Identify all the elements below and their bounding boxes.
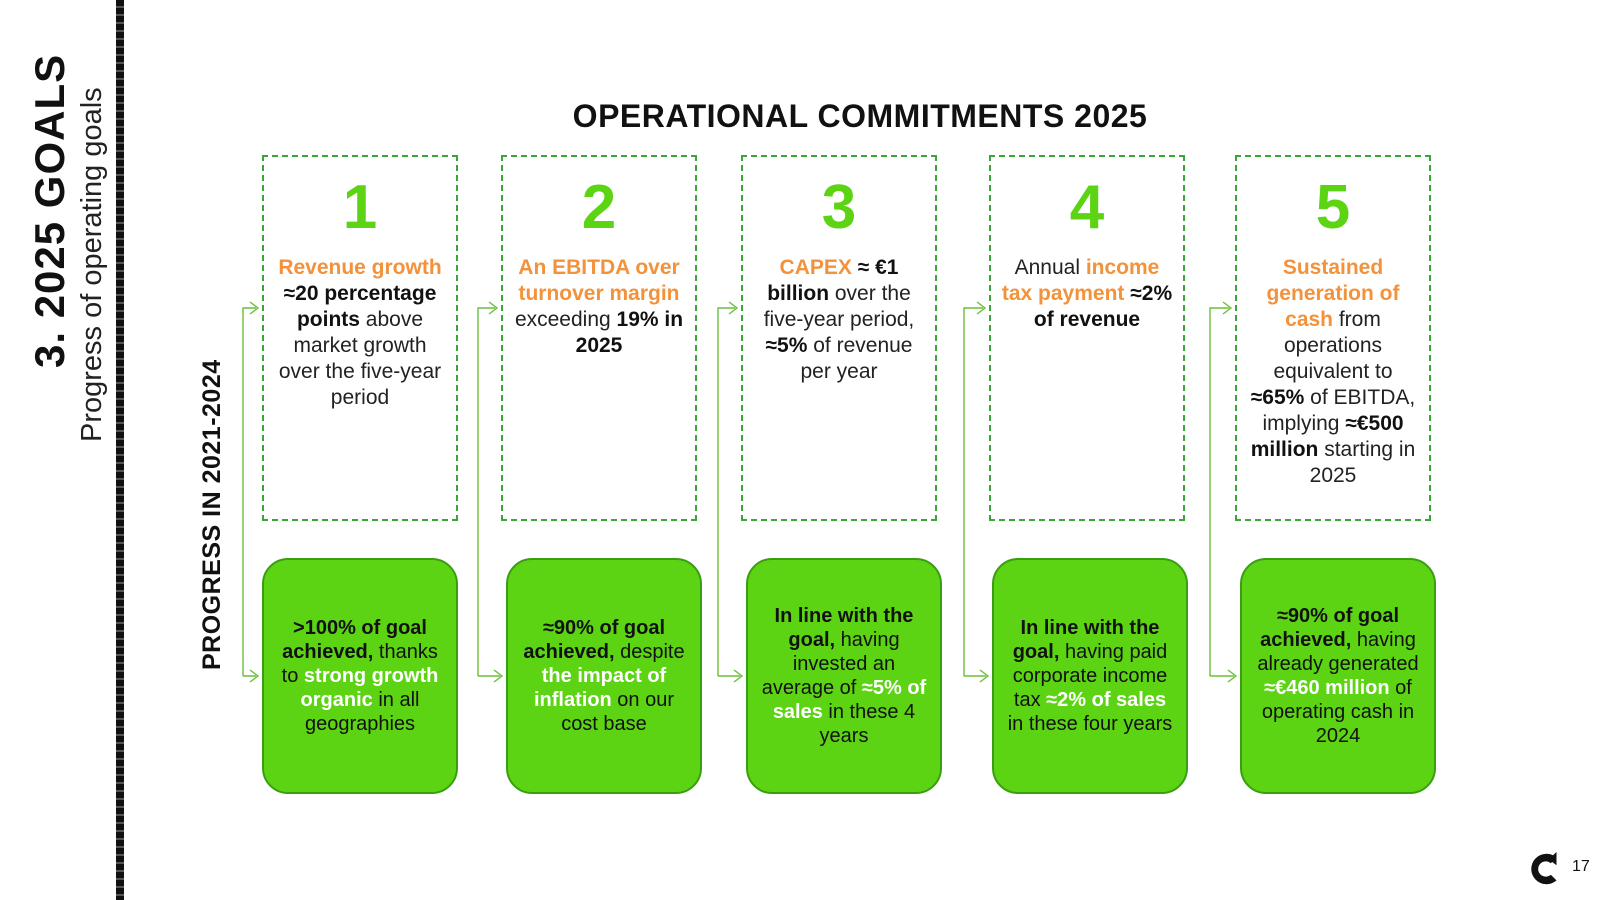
text-segment: ≈5% of sales xyxy=(772,677,927,723)
progress-card-3: In line with the goal, having invested a… xyxy=(746,558,942,794)
goal-number: 2 xyxy=(581,173,617,242)
company-logo-icon xyxy=(1531,851,1557,885)
connector-line xyxy=(717,307,740,677)
text-segment: over the five-year period, xyxy=(763,282,915,331)
text-segment: Annual xyxy=(1014,256,1086,279)
text-segment: ≈20 percentage points xyxy=(283,282,437,331)
text-segment: ≈65% xyxy=(1250,386,1305,409)
text-segment: >100% of goal achieved, xyxy=(282,617,427,663)
progress-description: >100% of goal achieved, thanks to strong… xyxy=(264,616,456,736)
text-segment: in all geographies xyxy=(304,689,420,735)
text-segment: of revenue per year xyxy=(800,334,913,383)
text-segment: having already generated xyxy=(1257,629,1419,675)
goal-number: 5 xyxy=(1315,173,1351,242)
sidebar: 3. 2025 GOALS Progress of operating goal… xyxy=(0,0,115,900)
text-segment: on our cost base xyxy=(561,689,675,735)
arrow-head-icon xyxy=(1227,669,1238,683)
text-segment: Sustained generation of cash xyxy=(1266,256,1400,331)
progress-description: ≈90% of goal achieved, despite the impac… xyxy=(508,616,700,736)
text-segment: ≈2% of sales xyxy=(1046,689,1167,711)
text-segment: starting in 2025 xyxy=(1309,438,1416,487)
progress-description: In line with the goal, having invested a… xyxy=(748,604,940,748)
text-segment: having paid corporate income tax xyxy=(1012,641,1168,711)
goal-number: 4 xyxy=(1069,173,1105,242)
progress-card-4: In line with the goal, having paid corpo… xyxy=(992,558,1188,794)
text-segment: from operations equivalent to xyxy=(1273,308,1393,383)
goal-description: Revenue growth ≈20 percentage points abo… xyxy=(274,255,446,411)
text-segment: in these 4 years xyxy=(819,701,916,747)
text-segment: In line with the goal, xyxy=(1012,617,1160,663)
text-segment: strong growth organic xyxy=(300,665,439,711)
connector-line xyxy=(477,307,500,677)
goal-description: An EBITDA over turnover margin exceeding… xyxy=(513,255,685,359)
text-segment: despite xyxy=(614,641,685,663)
text-segment: In line with the goal, xyxy=(774,605,914,651)
text-segment: 19% in 2025 xyxy=(575,308,684,357)
text-segment: ≈5% xyxy=(765,334,808,357)
text-segment: ≈ €1 billion xyxy=(767,256,899,305)
goal-description: Sustained generation of cash from operat… xyxy=(1247,255,1419,489)
progress-card-1: >100% of goal achieved, thanks to strong… xyxy=(262,558,458,794)
text-segment: An EBITDA over turnover margin xyxy=(518,256,680,305)
goal-description: CAPEX ≈ €1 billion over the five-year pe… xyxy=(753,255,925,385)
text-segment: of EBITDA, implying xyxy=(1262,386,1416,435)
goal-description: Annual income tax payment ≈2% of revenue xyxy=(1001,255,1173,333)
progress-description: ≈90% of goal achieved, having already ge… xyxy=(1242,604,1434,748)
progress-description: In line with the goal, having paid corpo… xyxy=(994,616,1186,736)
text-segment: of operating cash in 2024 xyxy=(1261,677,1415,747)
goal-number: 1 xyxy=(342,173,378,242)
progress-label: PROGRESS IN 2021-2024 xyxy=(198,359,226,670)
text-segment: ≈2% of revenue xyxy=(1033,282,1173,331)
text-segment: exceeding xyxy=(514,308,617,331)
text-segment: thanks to xyxy=(281,641,438,687)
text-segment: income tax payment xyxy=(1001,256,1160,305)
section-title: 3. 2025 GOALS xyxy=(26,53,73,368)
arrow-head-icon xyxy=(1222,301,1233,315)
vertical-divider xyxy=(116,0,124,900)
text-segment: the impact of inflation xyxy=(533,665,667,711)
text-segment: ≈€460 million xyxy=(1264,677,1390,699)
page-number: 17 xyxy=(1572,858,1590,875)
page-title: OPERATIONAL COMMITMENTS 2025 xyxy=(572,98,1148,134)
goal-number: 3 xyxy=(821,173,857,242)
arrow-head-icon xyxy=(976,301,987,315)
text-segment: Revenue growth xyxy=(278,256,442,279)
progress-card-5: ≈90% of goal achieved, having already ge… xyxy=(1240,558,1436,794)
text-segment: ≈90% of goal achieved, xyxy=(1260,605,1400,651)
connector-line xyxy=(1209,307,1234,677)
text-segment: ≈€500 million xyxy=(1250,412,1404,461)
connector-line xyxy=(963,307,986,677)
arrow-head-icon xyxy=(979,669,990,683)
arrow-head-icon xyxy=(733,669,744,683)
connector-line xyxy=(242,307,256,677)
text-segment: ≈90% of goal achieved, xyxy=(523,617,666,663)
text-segment: in these four years xyxy=(1007,713,1173,735)
arrow-head-icon xyxy=(249,669,260,683)
goal-card-2: 2 An EBITDA over turnover margin exceedin… xyxy=(501,155,697,521)
section-subtitle: Progress of operating goals xyxy=(76,87,108,442)
arrow-head-icon xyxy=(249,301,260,315)
text-segment: having invested an average of xyxy=(761,629,900,699)
arrow-head-icon xyxy=(728,301,739,315)
arrow-head-icon xyxy=(488,301,499,315)
text-segment: CAPEX xyxy=(779,256,852,279)
progress-card-2: ≈90% of goal achieved, despite the impac… xyxy=(506,558,702,794)
text-segment: above market growth over the five-year p… xyxy=(278,308,442,409)
arrow-head-icon xyxy=(493,669,504,683)
